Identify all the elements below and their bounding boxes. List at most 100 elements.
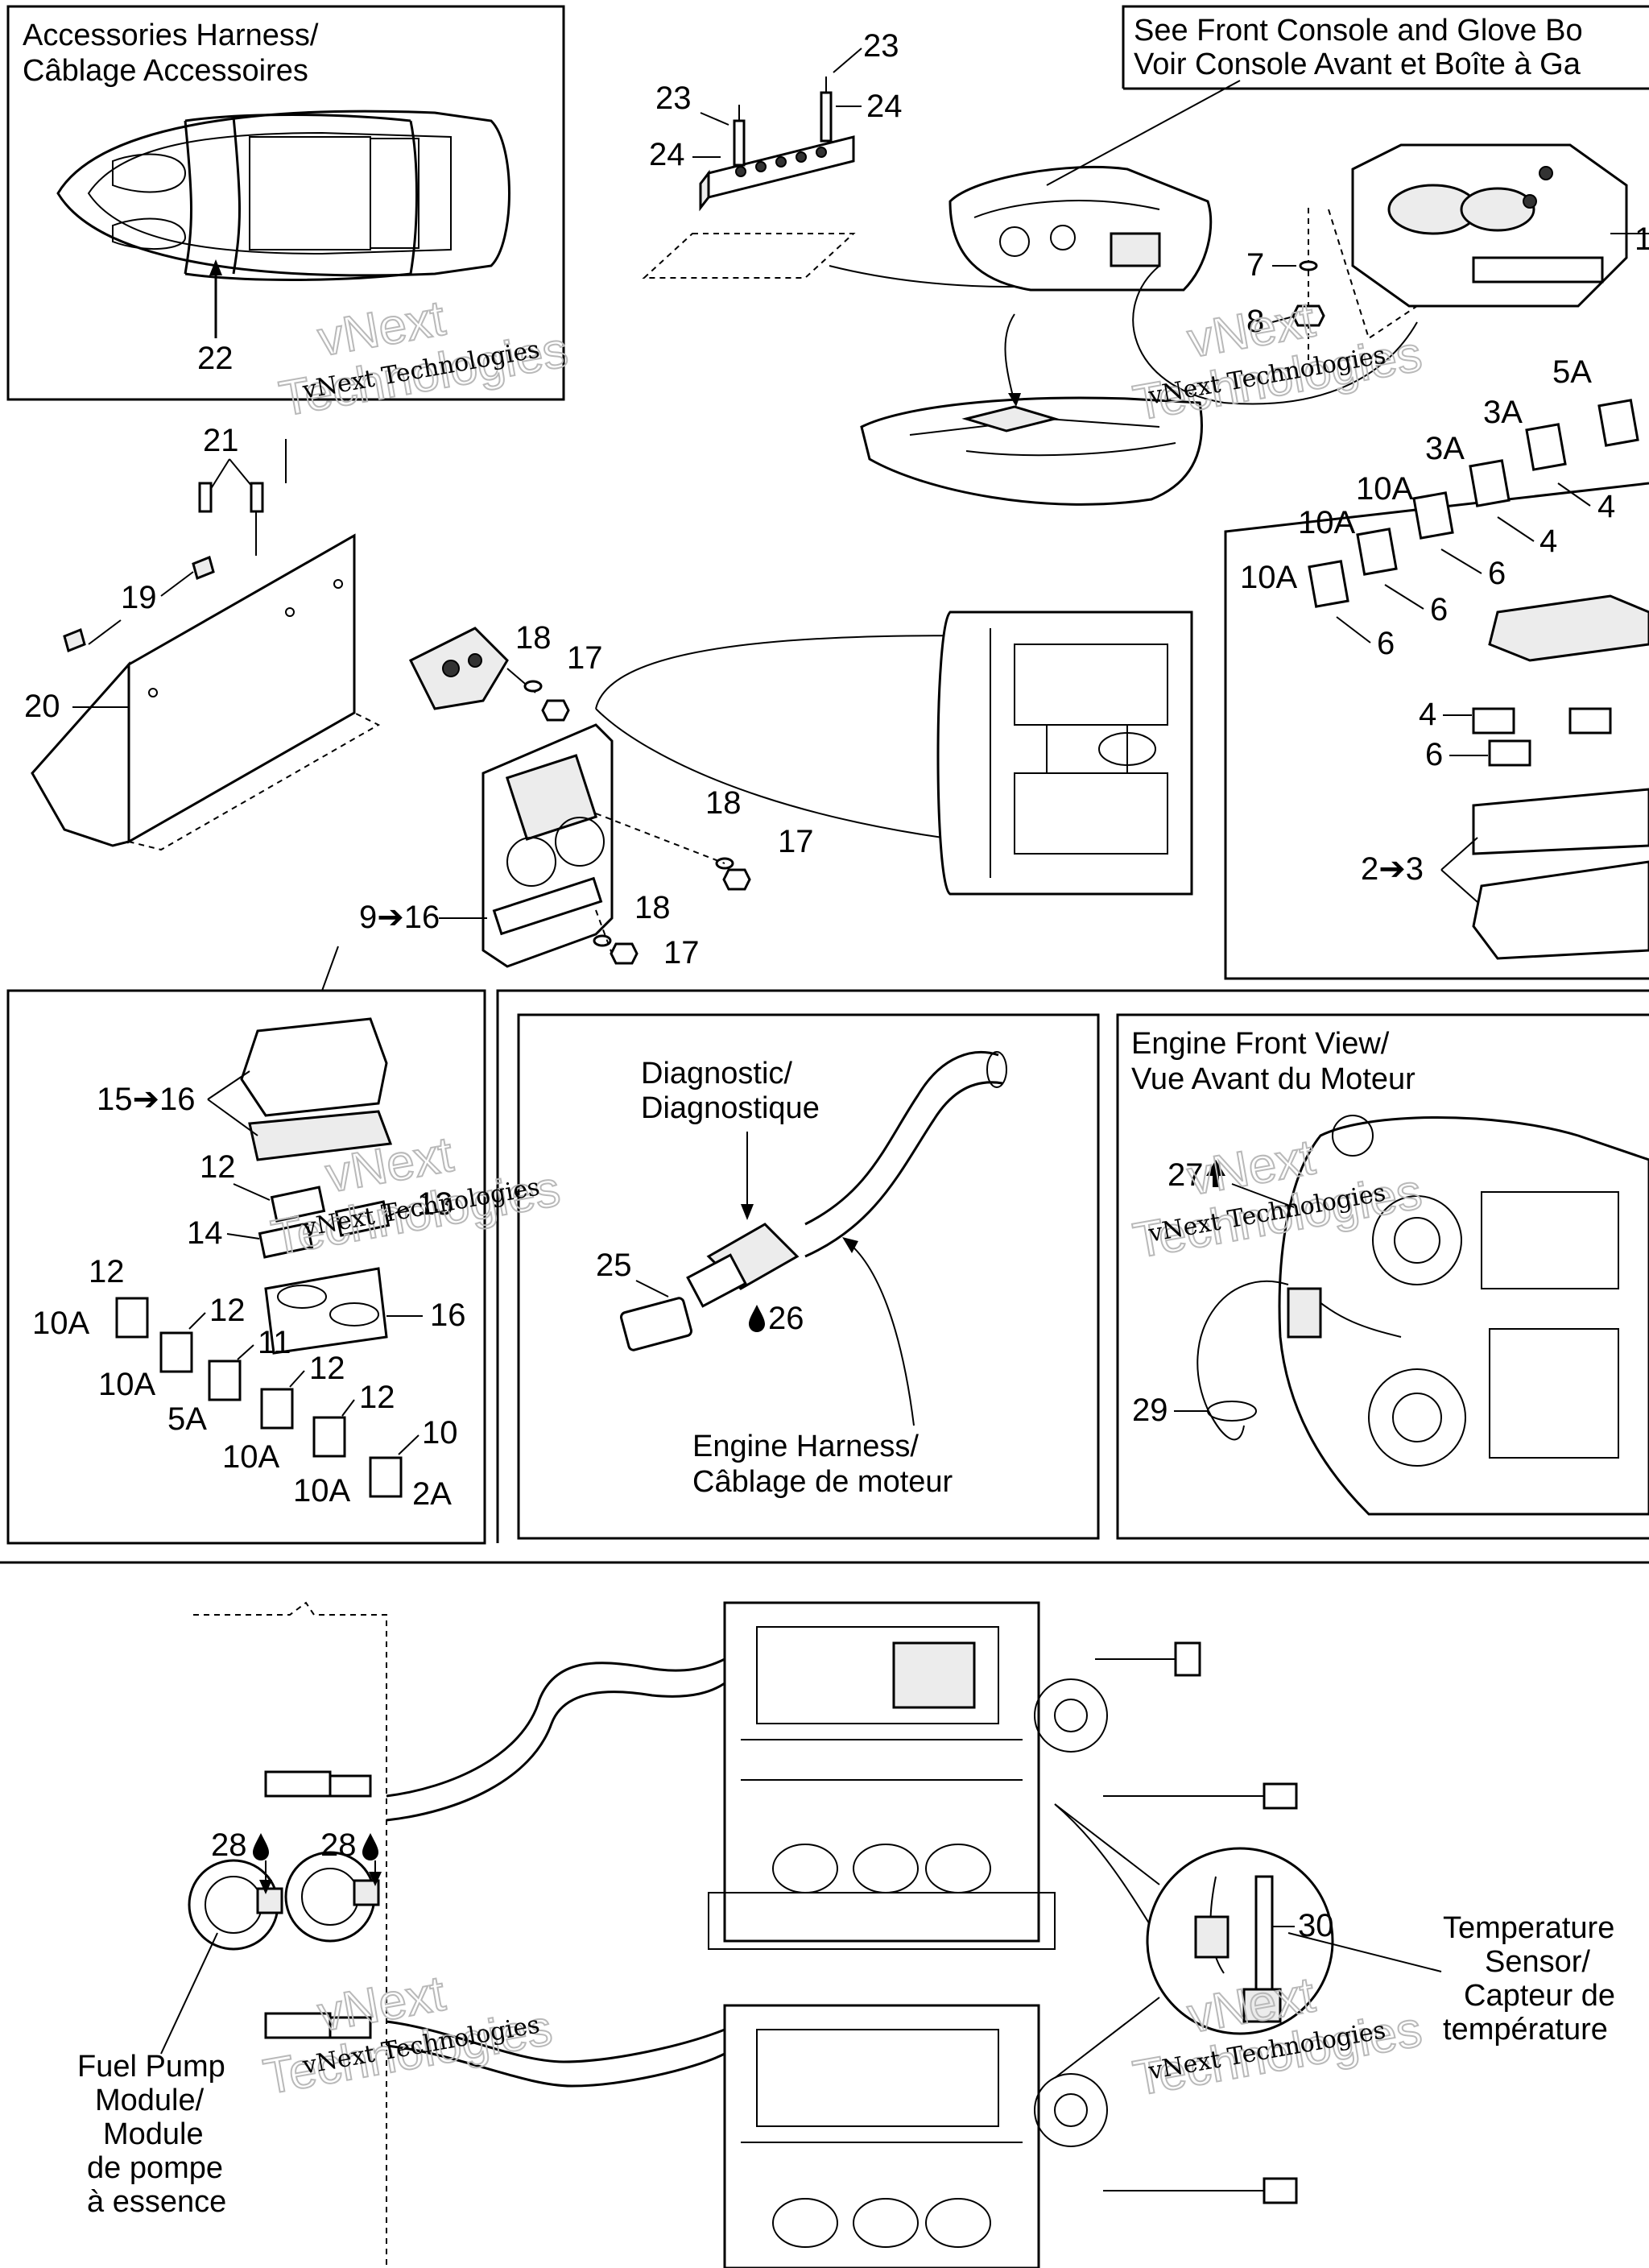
callout-10A-a: 10A bbox=[32, 1306, 89, 1341]
diagnostic-harness-fr: Câblage de moteur bbox=[692, 1465, 953, 1499]
callout-23a: 23 bbox=[655, 81, 692, 116]
callout-12d: 12 bbox=[309, 1351, 345, 1386]
temperature-sensor-detail bbox=[1146, 1847, 1334, 2035]
temperature-line1: Temperature bbox=[1443, 1911, 1614, 1945]
engine-bottom bbox=[723, 2004, 1108, 2268]
callout-5A-b: 5A bbox=[167, 1401, 207, 1437]
callout-15to16: 15➔16 bbox=[97, 1082, 196, 1117]
mounting-bracket bbox=[31, 533, 381, 851]
callout-11: 11 bbox=[258, 1325, 291, 1360]
diagnostic-cap bbox=[619, 1297, 693, 1351]
callout-12b: 12 bbox=[89, 1254, 125, 1289]
engine-top bbox=[708, 1601, 1108, 1950]
front-console-title-fr: Voir Console Avant et Boîte à Ga bbox=[1134, 48, 1581, 81]
front-console-frame bbox=[1122, 5, 1649, 8]
relay-module bbox=[481, 723, 614, 968]
temperature-line2: Sensor/ bbox=[1485, 1945, 1590, 1979]
callout-3A-2: 3A bbox=[1425, 431, 1465, 466]
temperature-line4: température bbox=[1443, 2013, 1608, 2047]
engine-front-illustration bbox=[1278, 1115, 1649, 1516]
callout-12e: 12 bbox=[359, 1380, 395, 1415]
callout-9to16: 9➔16 bbox=[359, 900, 440, 935]
callout-29: 29 bbox=[1132, 1393, 1168, 1428]
callout-27: 27 bbox=[1168, 1157, 1204, 1193]
boat-side-view bbox=[860, 396, 1203, 506]
callout-12c: 12 bbox=[209, 1293, 246, 1328]
callout-10A-1: 10A bbox=[1356, 471, 1413, 507]
pump-connectors bbox=[264, 1770, 372, 2039]
engine-front-view-frame bbox=[1116, 1013, 1649, 1540]
callout-18a: 18 bbox=[515, 620, 552, 656]
callout-28a: 28 bbox=[211, 1827, 247, 1863]
callout-4-2: 4 bbox=[1539, 524, 1557, 559]
fuel-pump-line1: Fuel Pump bbox=[77, 2050, 225, 2084]
callout-19: 19 bbox=[121, 580, 157, 615]
callout-6-3: 6 bbox=[1377, 626, 1395, 661]
harness-connector bbox=[408, 627, 536, 710]
fuel-pump-line4: de pompe bbox=[87, 2151, 223, 2185]
boat-console-top-view bbox=[936, 610, 1193, 896]
diagnostic-harness-en: Engine Harness/ bbox=[692, 1430, 919, 1463]
callout-17b: 17 bbox=[778, 824, 814, 859]
fuse-box-parts bbox=[1308, 399, 1649, 960]
callout-10A-c: 10A bbox=[222, 1439, 279, 1475]
accessories-harness-title-fr: Câblage Accessoires bbox=[23, 54, 308, 88]
watermark-1: vNext Technologies vNext Technologies bbox=[275, 290, 572, 428]
callout-5A: 5A bbox=[1552, 354, 1592, 390]
drop-icon bbox=[749, 1305, 765, 1332]
callout-6-1: 6 bbox=[1488, 556, 1506, 591]
temperature-line3: Capteur de bbox=[1464, 1979, 1615, 2013]
callout-13: 13 bbox=[417, 1186, 453, 1222]
callout-10: 10 bbox=[422, 1415, 458, 1451]
callout-18c: 18 bbox=[634, 890, 671, 925]
callout-25: 25 bbox=[596, 1248, 632, 1283]
front-console bbox=[948, 165, 1213, 292]
callout-28b: 28 bbox=[320, 1827, 357, 1863]
terminal-block bbox=[642, 77, 856, 279]
callout-10A-2: 10A bbox=[1298, 505, 1355, 540]
callout-16: 16 bbox=[430, 1297, 466, 1333]
fuel-pump-line5: à essence bbox=[87, 2185, 226, 2219]
callout-30: 30 bbox=[1298, 1908, 1334, 1943]
callout-10A-d: 10A bbox=[293, 1473, 350, 1509]
fuse-kit-frame bbox=[6, 989, 486, 1545]
fuel-pump-line3: Module bbox=[103, 2117, 204, 2151]
callout-3A-1: 3A bbox=[1483, 395, 1523, 430]
callout-17a: 17 bbox=[567, 640, 603, 676]
callout-22: 22 bbox=[197, 341, 234, 376]
callout-23b: 23 bbox=[863, 28, 899, 64]
callout-10A-3: 10A bbox=[1240, 560, 1297, 595]
callout-8: 8 bbox=[1246, 304, 1264, 339]
lower-group-frame bbox=[496, 989, 1649, 1543]
fuel-pump-line2: Module/ bbox=[95, 2084, 205, 2117]
callout-1: 1 bbox=[1635, 221, 1649, 257]
accessories-harness-title-en: Accessories Harness/ bbox=[23, 19, 319, 52]
fuel-pump-module-b bbox=[284, 1851, 380, 1943]
boat-top-view bbox=[56, 110, 510, 281]
callout-7: 7 bbox=[1246, 247, 1264, 283]
callout-17c: 17 bbox=[663, 935, 700, 971]
callout-2to3: 2➔3 bbox=[1361, 851, 1424, 887]
callout-20: 20 bbox=[24, 689, 60, 724]
callout-6-4: 6 bbox=[1425, 737, 1443, 772]
diagnostic-title-fr: Diagnostique bbox=[641, 1091, 820, 1125]
accessories-harness-frame bbox=[6, 5, 565, 401]
drop-icon bbox=[253, 1833, 269, 1860]
engine-front-view-title-en: Engine Front View/ bbox=[1131, 1027, 1390, 1061]
callout-4-1: 4 bbox=[1597, 489, 1615, 524]
drop-icon bbox=[362, 1833, 378, 1860]
fuse-kit-parts bbox=[115, 1017, 403, 1498]
callout-12a: 12 bbox=[200, 1149, 236, 1185]
front-console-title-en: See Front Console and Glove Bo bbox=[1134, 14, 1583, 48]
callout-4-3: 4 bbox=[1419, 697, 1436, 732]
callout-21: 21 bbox=[203, 423, 239, 458]
callout-14: 14 bbox=[187, 1215, 223, 1251]
engine-front-view-title-fr: Vue Avant du Moteur bbox=[1131, 1062, 1415, 1096]
callout-26: 26 bbox=[768, 1301, 804, 1336]
callout-6-2: 6 bbox=[1430, 592, 1448, 627]
diagnostic-frame bbox=[517, 1013, 1100, 1540]
engine-harness-cable bbox=[686, 1051, 1007, 1308]
watermark-2: vNext Technologies vNext Technologies bbox=[1128, 291, 1426, 432]
fuel-pump-module-a bbox=[188, 1859, 283, 1951]
